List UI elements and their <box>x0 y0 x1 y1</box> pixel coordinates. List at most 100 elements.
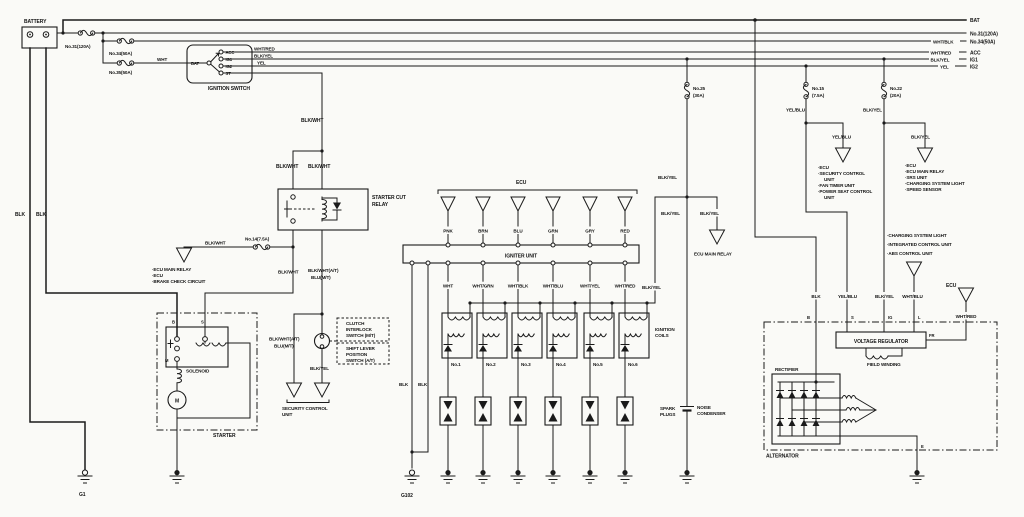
plugs-title1: SPARK <box>660 406 676 411</box>
coil-number: No.5 <box>593 362 603 367</box>
fuse15-a: No.15 <box>812 86 825 91</box>
coil-number: No.3 <box>521 362 531 367</box>
shift-box-line: POSITION <box>346 352 368 357</box>
fuse-no34-icon <box>116 37 135 45</box>
supply-dest: ECU MAIN RELAY <box>694 252 732 257</box>
regulator-label: VOLTAGE REGULATOR <box>854 339 909 345</box>
br15-w1: YEL/BLU <box>786 108 806 113</box>
ign-st: ST <box>226 71 232 76</box>
wht-label: WHT <box>157 57 167 62</box>
alt-e: E <box>921 444 924 449</box>
br15-dest-item: ·FAN TIMER UNIT <box>818 183 855 188</box>
fuse22-b: (20A) <box>890 93 902 98</box>
br15-dest-item: UNIT <box>824 177 835 182</box>
clutch-wire1: BLK/WHT(A/T) <box>269 337 300 342</box>
ecu-connector-triangle <box>510 196 526 213</box>
coils-title2: COILS <box>655 333 669 338</box>
ign-ig1: IG1 <box>226 57 233 62</box>
ignition-coils-and-plugs: WHTNo.1WHT/GRNNo.2WHT/BLKNo.3WHT/BLUNo.4… <box>439 264 650 484</box>
coil-diode-icon <box>479 345 487 352</box>
relay-name2: RELAY <box>372 202 389 208</box>
alt-wire-b: BLK <box>811 294 821 299</box>
br15-dest-item: ·SECURITY CONTROL <box>818 171 865 176</box>
fuse31-label: No.31(120A) <box>65 44 91 49</box>
starter-s: S <box>201 320 204 325</box>
destination-lists: ·ECU MAIN RELAY·ECU·BRAKE CHECK CIRCUITC… <box>152 163 965 363</box>
starter-b: B <box>172 320 175 325</box>
coil-diode-icon <box>444 345 452 352</box>
alternator-ground-icon <box>909 470 925 484</box>
br15-w2: YEL/BLU <box>832 135 852 140</box>
ecu-connector-triangle <box>582 196 598 213</box>
ground-g102-label: G102 <box>401 493 413 499</box>
fuse25-b: (30A) <box>693 93 705 98</box>
relay-in-left: BLK/WHT <box>276 164 298 170</box>
br15-dest-item: UNIT <box>824 195 835 200</box>
alt-s: S <box>851 315 854 320</box>
lamp-dest-item: ·ABS CONTROL UNIT <box>887 251 933 256</box>
fuse25-a: No.25 <box>693 86 706 91</box>
spark-plug <box>544 396 562 471</box>
alt-fr: FR <box>929 333 934 338</box>
clutch-interlock-switch <box>313 317 390 365</box>
br22-dest-item: ·SRS UNIT <box>905 175 927 180</box>
ecu-connector-triangle <box>617 196 633 213</box>
spark-plug <box>509 396 527 471</box>
fuse-no25-icon <box>683 81 691 100</box>
ignition-switch-label: IGNITION SWITCH <box>208 86 250 92</box>
out-acc-wire: WHT/RED <box>254 47 276 52</box>
fuse-no31-icon <box>77 29 96 37</box>
ecu-wire-color: BLU <box>513 229 523 234</box>
coil-diode-icon <box>621 345 629 352</box>
lamp-dest-item: ·CHARGING SYSTEM LIGHT <box>887 233 947 238</box>
coil-diode-icon <box>549 345 557 352</box>
security-dest2: UNIT <box>282 412 293 417</box>
fuse-no35-icon <box>116 59 135 67</box>
relay-out-right2: BLU(M/T) <box>311 275 331 280</box>
rectifier-diode-icon <box>812 391 820 398</box>
grounds <box>77 469 925 484</box>
igniter-out-color: WHT/RED <box>615 284 637 289</box>
ground-g1-label: G1 <box>79 492 86 498</box>
spark-plug-ground-icon <box>440 470 456 484</box>
starter-cut-relay-wires <box>183 150 337 384</box>
solenoid-label: SOLENOID <box>186 369 210 374</box>
connector-charge-light <box>905 261 923 278</box>
battery <box>21 26 58 49</box>
connector-triangles <box>175 147 975 399</box>
noise-condenser-icon <box>680 406 694 412</box>
ign-ig2: IG2 <box>226 64 233 69</box>
fuse15-b: (7.5A) <box>812 93 825 98</box>
rectifier-box <box>771 373 841 445</box>
alt-wire-fr: WHT/RED <box>956 314 978 319</box>
coil-diode-icon <box>586 345 594 352</box>
rectifier-diodes <box>776 381 820 437</box>
igniter-gnd2: BLK <box>418 382 428 387</box>
bus-blkyel-label: BLK/YEL <box>931 57 950 62</box>
bus-acc-label: ACC <box>970 51 981 57</box>
supply-w2: BLK/YEL <box>661 211 680 216</box>
igniter-out-color: WHT/BLU <box>543 284 564 289</box>
coil-supply-label: BLK/YEL <box>642 285 661 290</box>
alt-ig: IG <box>888 315 892 320</box>
ign-acc: ACC <box>226 50 235 55</box>
spark-plug-ground-icon <box>510 470 526 484</box>
br22-dest-item: ·ECU MAIN RELAY <box>905 169 944 174</box>
ecu-bracket <box>437 189 638 194</box>
igniter-out-color: WHT <box>443 284 453 289</box>
ecu-wire-color: PNK <box>443 229 453 234</box>
branch-15-22-wires <box>805 58 926 333</box>
spark-plug <box>474 396 492 471</box>
alt-wire-ig: BLK/YEL <box>875 294 894 299</box>
ecu-connector-triangle <box>440 196 456 213</box>
igniter-terminals <box>409 260 628 266</box>
clutch-box-line: SWITCH (M/T) <box>346 333 376 338</box>
fuse35-label: No.35(50A) <box>109 70 133 75</box>
ecu-connector-triangle <box>475 196 491 213</box>
spark-plug-ground-icon <box>582 470 598 484</box>
bus-no31-label: No.31(120A) <box>970 32 998 38</box>
spark-plug <box>581 396 599 471</box>
